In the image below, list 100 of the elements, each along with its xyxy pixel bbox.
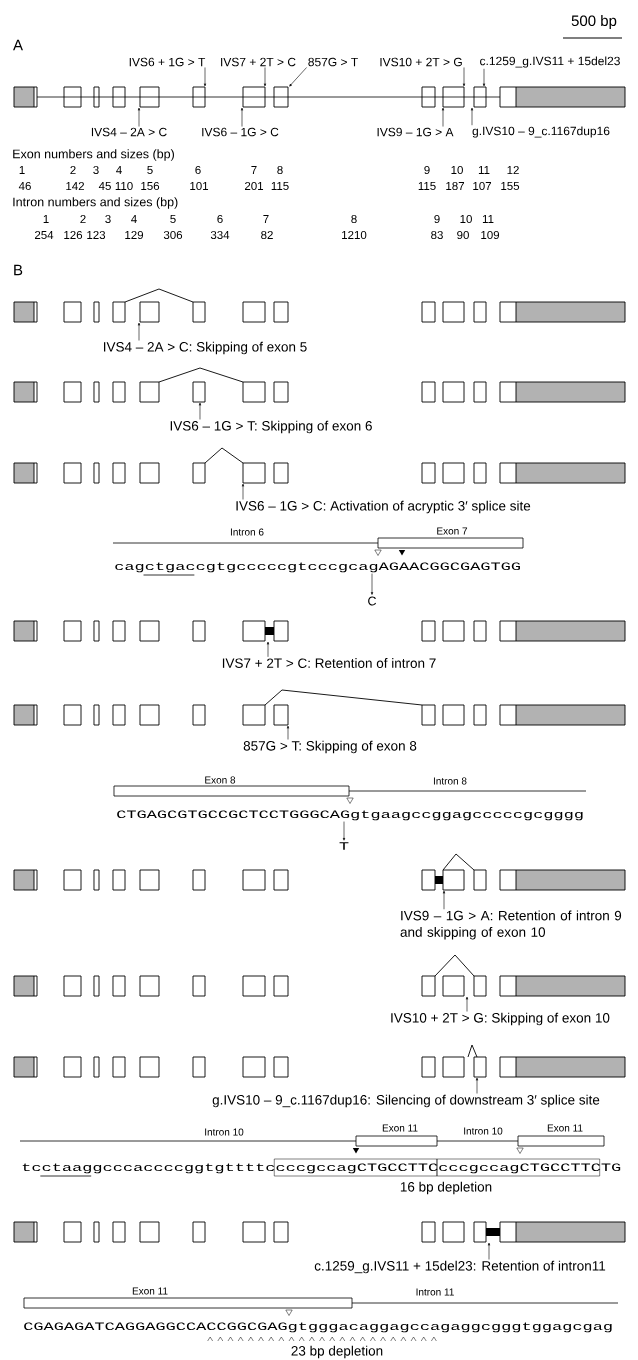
intron-size: 126 <box>64 230 83 240</box>
track-label: Exon 11 <box>382 1124 418 1132</box>
intron-number: 2 <box>80 215 86 223</box>
arrow <box>482 68 486 87</box>
intron-size: 254 <box>35 230 54 240</box>
track-label: Exon 11 <box>132 1287 168 1295</box>
gene-drawing <box>13 1044 626 1078</box>
track-label: Intron 8 <box>433 777 467 785</box>
exon-number: 8 <box>277 165 283 175</box>
arrow <box>137 107 141 127</box>
gene-drawing <box>13 367 626 403</box>
mutation-label: IVS9 – 1G > A <box>377 127 454 137</box>
base-label: C <box>368 596 377 606</box>
mutation-label: IVS4 – 2A > C <box>91 127 167 137</box>
intron-number: 7 <box>263 215 269 223</box>
track-label: Intron 11 <box>416 1288 454 1296</box>
exon-size: 187 <box>446 181 464 191</box>
intron-size: 334 <box>210 230 230 240</box>
mutation-label: c.1259_g.IVS11 + 15del23 <box>480 56 620 68</box>
arrow <box>441 107 445 127</box>
exon-number: 11 <box>478 166 490 174</box>
scale-label: 500 bp <box>571 15 617 29</box>
intron-size: 306 <box>163 230 183 240</box>
arrow <box>240 107 244 127</box>
splicing-caption: 857G > T: Skipping of exon 8 <box>243 740 417 754</box>
arrow <box>442 890 446 910</box>
exon-number: 9 <box>424 165 430 175</box>
exon-size: 201 <box>245 181 264 191</box>
mutation-label: IVS7 + 2T > C <box>221 57 296 67</box>
splicing-caption: IVS6 – 1G > C: Activation of acryptic 3′ splice site <box>236 500 531 514</box>
depletion-label: 16 bp depletion <box>400 1181 492 1195</box>
track-label: Exon 11 <box>547 1124 583 1132</box>
gene-drawing <box>13 86 626 108</box>
exon-number: 12 <box>507 166 519 174</box>
exon-size: 46 <box>18 181 31 191</box>
arrow <box>370 573 374 595</box>
intron-number: 10 <box>460 214 472 224</box>
exon-number: 10 <box>451 165 463 175</box>
track-label: Intron 6 <box>230 528 264 536</box>
exon-size: 115 <box>418 182 436 190</box>
intron-size: 90 <box>457 230 469 240</box>
gene-drawing <box>13 620 626 642</box>
intron-number: 8 <box>351 214 357 224</box>
dna-sequence: CGAGAGATCAGGAGGCCACCGGCGAGgtgggacaggagccagaggcgggtggagcgag <box>24 1322 612 1333</box>
arrow <box>266 641 270 658</box>
splicing-caption: IVS4 – 2A > C: Skipping of exon 5 <box>104 341 307 355</box>
gene-drawing <box>13 954 626 997</box>
track-label: Exon 8 <box>205 776 236 784</box>
exon-size: 156 <box>141 181 160 191</box>
exon-number: 2 <box>70 166 76 174</box>
track-label: Intron 10 <box>205 1128 244 1136</box>
arrow <box>289 67 307 87</box>
gene-drawing <box>13 1221 626 1243</box>
arrow <box>475 1077 479 1094</box>
gene-drawing <box>13 689 626 726</box>
mutation-label: 857G > T <box>308 57 358 67</box>
section-heading: Exon numbers and sizes (bp) <box>13 149 174 161</box>
arrow <box>286 725 290 740</box>
exon-number: 6 <box>195 165 201 175</box>
dna-sequence: cagctgaccgtgcccccgtcccgcagAGAACGGCGAGTGG <box>115 562 520 573</box>
gene-drawing <box>13 853 626 891</box>
mutation-label: IVS6 – 1G > C <box>202 127 279 137</box>
gene-drawing <box>13 288 626 323</box>
intron-number: 5 <box>170 215 176 223</box>
splicing-caption: IVS7 + 2T > C: Retention of intron 7 <box>222 658 436 668</box>
splicing-caption: g.IVS10 – 9_c.1167dup16: Silencing of downstream 3′ splice site <box>212 1094 600 1108</box>
exon-number: 3 <box>93 165 99 175</box>
track-label: Exon 7 <box>437 527 468 535</box>
track-label: Intron 10 <box>464 1127 503 1135</box>
exon-size: 155 <box>501 182 520 190</box>
exon-size: 115 <box>271 182 289 190</box>
arrow <box>198 402 202 420</box>
exon-size: 107 <box>473 181 491 191</box>
exon-number: 5 <box>147 166 153 174</box>
exon-size: 45 <box>98 182 111 190</box>
exon-size: 101 <box>190 181 209 191</box>
mutation-label: IVS10 + 2T > G <box>380 57 462 67</box>
arrow <box>263 67 267 87</box>
arrow <box>137 322 141 341</box>
gene-drawing <box>13 447 626 484</box>
arrow <box>487 1242 491 1260</box>
intron-number: 3 <box>105 214 111 224</box>
panel-letter: A <box>13 39 23 51</box>
exon-number: 7 <box>251 166 257 174</box>
mutation-label: IVS6 + 1G > T <box>129 57 206 67</box>
exon-size: 142 <box>66 182 84 190</box>
splicing-caption: c.1259_g.IVS11 + 15del23: Retention of intron11 <box>314 1260 606 1274</box>
exon-size: 110 <box>115 181 133 191</box>
intron-size: 109 <box>481 230 500 240</box>
arrow <box>470 107 474 126</box>
arrow <box>203 67 207 87</box>
dna-sequence: CTGAGCGTGCCGCTCCTGGGCAGgtgaagccggagcccccgcgggg <box>117 810 583 821</box>
arrow <box>241 483 245 500</box>
splicing-caption: IVS6 – 1G > T: Skipping of exon 6 <box>170 420 372 434</box>
section-heading: Intron numbers and sizes (bp) <box>13 197 178 209</box>
intron-size: 82 <box>261 230 273 240</box>
intron-number: 6 <box>217 214 223 224</box>
exon-number: 4 <box>116 166 122 174</box>
intron-number: 1 <box>43 215 49 223</box>
dna-sequence: tcctaaggcccaccccggtgttttccccgccagCTGCCTTCcccgccagCTGCCTTCTG <box>22 1163 621 1174</box>
